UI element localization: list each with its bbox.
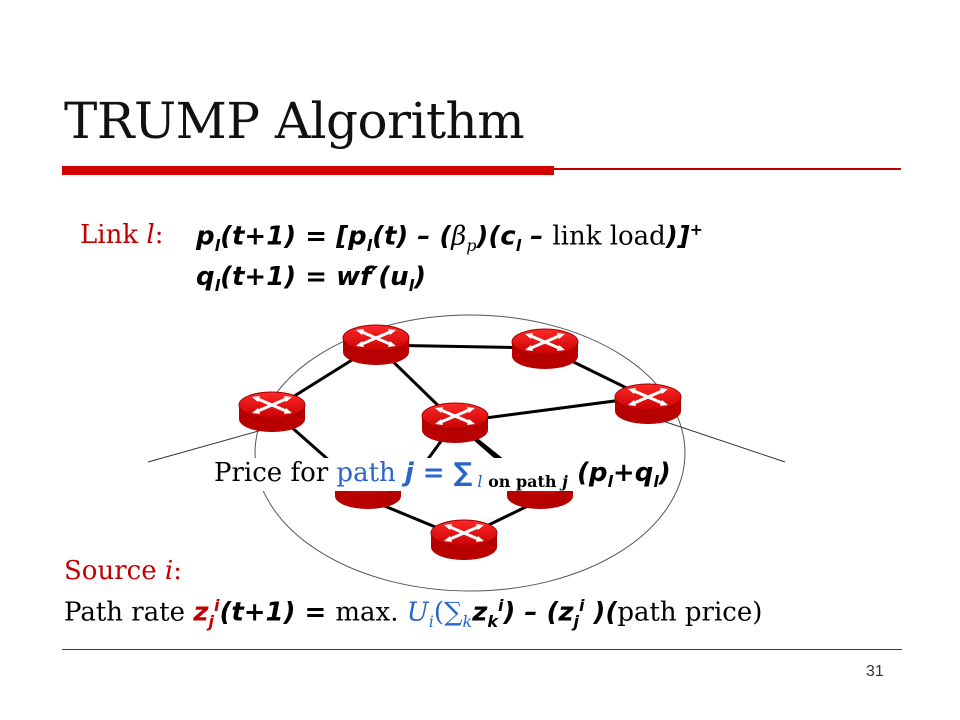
link-label: Link l: <box>80 220 164 250</box>
source-label: Source i: <box>64 556 182 586</box>
path-rate-equation: Path rate zji(t+1) = max. Ui(∑kzki) – (z… <box>64 596 763 631</box>
price-update-equation: pl(t+1) = [pl(t) – (βp)(cl – link load)]… <box>196 220 703 255</box>
footer-rule <box>62 649 902 650</box>
slide-title: TRUMP Algorithm <box>64 92 525 150</box>
access-link-left <box>147 429 263 463</box>
router-icon <box>429 518 499 562</box>
delay-price-equation: ql(t+1) = wf′(ul) <box>196 262 427 296</box>
title-underline-thick <box>62 166 554 175</box>
router-icon <box>510 327 580 371</box>
page-number: 31 <box>866 663 884 680</box>
router-icon <box>613 382 683 426</box>
title-underline-thin <box>554 168 901 170</box>
router-icon <box>420 401 490 445</box>
router-icon <box>237 390 307 434</box>
path-price-equation: Price for path j = ∑ l on path j (pl+ql) <box>210 458 675 492</box>
access-link-right <box>659 419 786 463</box>
router-icon <box>341 323 411 367</box>
network-boundary <box>254 314 686 592</box>
